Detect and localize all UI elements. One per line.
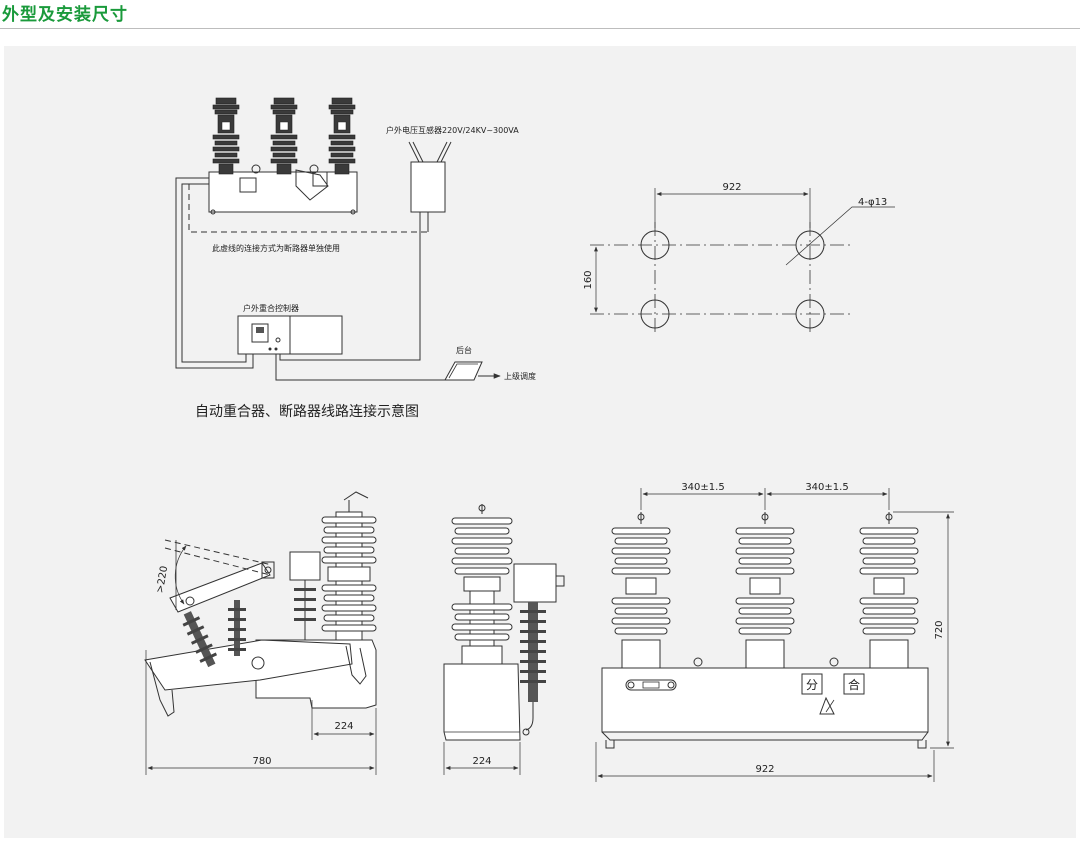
- dashed-line-note: 此虚线的连接方式为断路器单独使用: [212, 243, 340, 253]
- open-indicator: [801, 673, 823, 695]
- title-divider: [0, 28, 1080, 29]
- page-title: 外型及安装尺寸: [2, 5, 128, 25]
- front-height-dim: 720: [934, 620, 945, 639]
- side-bushing-sheds: [321, 516, 377, 632]
- side-base-dim: 224: [334, 721, 353, 732]
- pt-label: 户外电压互感器220V/24KV~300VA: [386, 125, 519, 135]
- front-pole-1: [611, 512, 671, 669]
- controller-label: 户外重合控制器: [243, 303, 299, 313]
- close-label: 合: [848, 677, 860, 692]
- bushing-2: [270, 97, 298, 175]
- pitch-right-dim: 340±1.5: [805, 482, 848, 493]
- hole-width-dim: 922: [722, 182, 741, 193]
- front-pole-3: [859, 512, 919, 669]
- breaker-body: [208, 171, 358, 213]
- upper-dispatch-label: 上级调度: [504, 371, 536, 381]
- mounting-hole: [795, 230, 825, 260]
- side-view: >220 224 780: [144, 491, 377, 775]
- wiring-diagram: 户外电压互感器220V/24KV~300VA 此虚线的连接方式为断路器单独使用 …: [175, 97, 536, 420]
- hole-callout: 4-φ13: [858, 197, 887, 208]
- voltage-transformer: [410, 161, 446, 213]
- end-view: 224: [443, 504, 565, 775]
- mounting-hole: [640, 230, 670, 260]
- pitch-left-dim: 340±1.5: [681, 482, 724, 493]
- bushing-3: [328, 97, 356, 175]
- front-width-dim: 922: [755, 764, 774, 775]
- wiring-caption: 自动重合器、断路器线路连接示意图: [195, 403, 419, 420]
- backstage-terminal: [444, 361, 483, 381]
- hole-height-dim: 160: [583, 270, 594, 289]
- close-indicator: [843, 673, 865, 695]
- backstage-label: 后台: [456, 345, 472, 355]
- open-label: 分: [806, 678, 818, 692]
- front-pole-2: [735, 512, 795, 669]
- bushing-1: [212, 97, 240, 175]
- front-view: 分 合: [595, 482, 954, 782]
- side-angle-dim: >220: [155, 565, 171, 594]
- side-overall-dim: 780: [252, 756, 271, 767]
- end-base-dim: 224: [472, 756, 491, 767]
- end-bushing-sheds: [451, 517, 513, 641]
- mounting-hole: [795, 299, 825, 329]
- mounting-hole: [640, 299, 670, 329]
- mounting-hole-pattern: 922 160 4-φ13: [583, 182, 895, 336]
